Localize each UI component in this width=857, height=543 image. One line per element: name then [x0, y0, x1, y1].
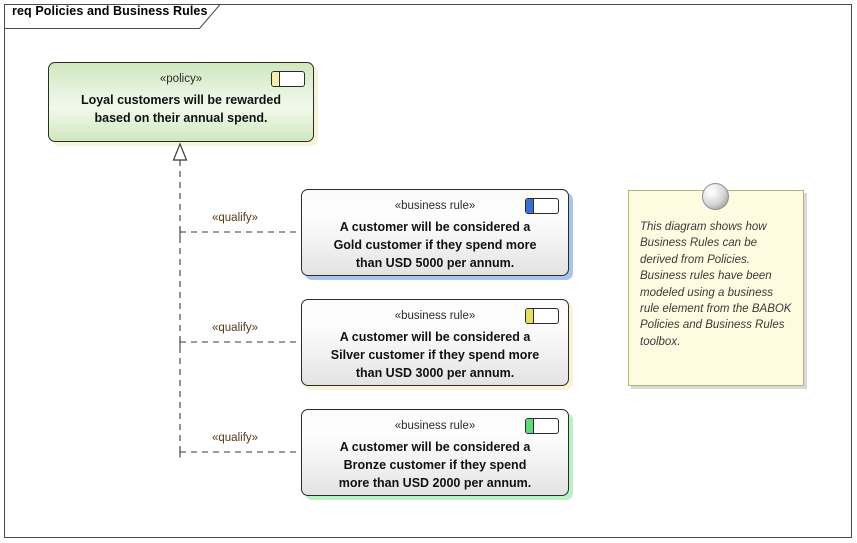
policy-name-line-2: based on their annual spend. [94, 111, 268, 125]
business-rule-bronze[interactable]: «business rule» A customer will be consi… [301, 409, 569, 496]
business-rule-bronze-requirement-tag-icon [525, 418, 559, 434]
business-rule-silver[interactable]: «business rule» A customer will be consi… [301, 299, 569, 386]
frame-tab-body [4, 4, 200, 29]
business-rule-gold-name-line-3: than USD 5000 per annum. [355, 256, 515, 270]
diagram-frame-title: req Policies and Business Rules [12, 4, 208, 18]
policy-name-line-1: Loyal customers will be rewarded [80, 93, 282, 107]
business-rule-bronze-name-line-1: A customer will be considered a [339, 440, 531, 454]
business-rule-silver-name-line-2: Silver customer if they spend more [330, 348, 540, 362]
connector-label-silver-qualify: «qualify» [212, 322, 259, 334]
connector-label-gold-qualify: «qualify» [212, 212, 259, 224]
frame-tab-slant-edge [199, 4, 221, 29]
note-text: This diagram shows how Business Rules ca… [640, 221, 792, 348]
note-pin-icon [702, 183, 729, 210]
business-rule-silver-stereotype: «business rule» [394, 310, 476, 322]
business-rule-bronze-name-line-3: more than USD 2000 per annum. [338, 476, 532, 490]
business-rule-silver-requirement-tag-icon [525, 308, 559, 324]
business-rule-gold-name-line-2: Gold customer if they spend more [333, 238, 537, 252]
business-rule-bronze-stereotype: «business rule» [394, 420, 476, 432]
policy-requirement-tag-icon [271, 71, 305, 87]
business-rule-gold-stereotype: «business rule» [394, 200, 476, 212]
business-rule-gold-requirement-tag-icon [525, 198, 559, 214]
business-rule-gold-name-line-1: A customer will be considered a [339, 220, 531, 234]
business-rule-bronze-name-line-2: Bronze customer if they spend [343, 458, 527, 472]
business-rule-gold[interactable]: «business rule» A customer will be consi… [301, 189, 569, 276]
business-rule-silver-name-line-3: than USD 3000 per annum. [355, 366, 515, 380]
connector-label-bronze-qualify: «qualify» [212, 432, 259, 444]
policy-stereotype: «policy» [159, 73, 203, 85]
diagram-note[interactable]: This diagram shows how Business Rules ca… [628, 190, 804, 386]
policy-element[interactable]: «policy» Loyal customers will be rewarde… [48, 62, 314, 142]
business-rule-silver-name-line-1: A customer will be considered a [339, 330, 531, 344]
